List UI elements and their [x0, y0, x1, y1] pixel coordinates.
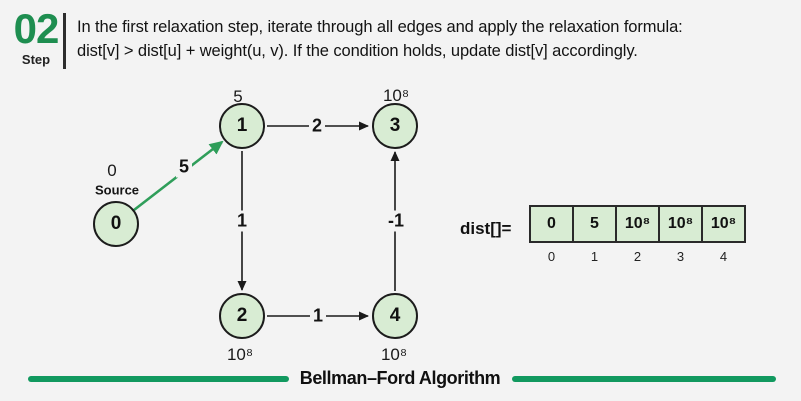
graph-node-3: 3 — [372, 103, 418, 149]
dist-cell-4: 10⁸ — [701, 205, 746, 243]
dist-cell-0: 0 — [529, 205, 574, 243]
step-description-line-2: dist[v] > dist[u] + weight(u, v). If the… — [77, 41, 638, 60]
graph-node-0: 0 — [93, 201, 139, 247]
footer-rule-left — [28, 376, 289, 382]
node-2-dist-label: 10⁸ — [226, 345, 254, 364]
edge-0-1-weight: 5 — [175, 156, 193, 178]
graph-node-4-id: 4 — [389, 305, 401, 326]
step-label: Step — [21, 52, 51, 67]
dist-index-2: 2 — [633, 249, 642, 264]
footer-title: Bellman–Ford Algorithm — [299, 368, 501, 388]
graph-node-0-id: 0 — [110, 213, 122, 234]
node-0-dist-label: 0 — [107, 161, 117, 180]
edge-1-3-weight: 2 — [308, 115, 326, 137]
step-description: In the first relaxation step, iterate th… — [77, 16, 791, 63]
dist-cell-3: 10⁸ — [658, 205, 703, 243]
edge-2-4-weight: 1 — [309, 305, 327, 327]
node-4-dist-label: 10⁸ — [380, 345, 408, 364]
graph-node-2-id: 2 — [236, 305, 248, 326]
dist-index-3: 3 — [676, 249, 685, 264]
dist-index-1: 1 — [590, 249, 599, 264]
graph-node-1: 1 — [219, 103, 265, 149]
dist-index-4: 4 — [719, 249, 728, 264]
step-number: 02 — [13, 5, 60, 52]
graph-node-1-id: 1 — [236, 115, 248, 136]
graph-node-3-id: 3 — [389, 115, 401, 136]
edge-4-3-weight: -1 — [384, 210, 408, 232]
dist-array-indices: 0 1 2 3 4 — [529, 249, 746, 264]
dist-index-0: 0 — [547, 249, 556, 264]
source-tag: Source — [94, 182, 140, 198]
node-3-dist-label: 10⁸ — [382, 86, 410, 105]
graph-node-2: 2 — [219, 293, 265, 339]
node-1-dist-label: 5 — [233, 87, 243, 106]
header-divider — [63, 13, 66, 69]
step-description-line-1: In the first relaxation step, iterate th… — [77, 18, 683, 36]
edge-1-2-weight: 1 — [233, 210, 251, 232]
dist-array-label: dist[]= — [460, 219, 512, 238]
dist-cell-1: 5 — [572, 205, 617, 243]
footer-rule-right — [512, 376, 776, 382]
dist-array-table: 0 5 10⁸ 10⁸ 10⁸ — [529, 205, 746, 243]
dist-cell-2: 10⁸ — [615, 205, 660, 243]
step-badge: 02 Step — [11, 6, 61, 67]
graph-node-4: 4 — [372, 293, 418, 339]
